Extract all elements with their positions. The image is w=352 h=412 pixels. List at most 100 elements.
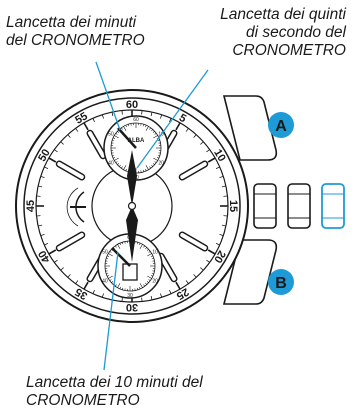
subdial-tick [127,124,130,127]
tick-mark [92,118,95,123]
subdial-tick [125,125,127,128]
tick-mark [48,249,57,255]
tick-mark [200,267,204,271]
subdial-label: 20 [152,279,158,285]
subdial-tick [117,244,121,249]
subdial-tick [112,139,115,142]
tick-mark [207,249,216,255]
subdial-tick [108,275,113,279]
subdial-tick [152,163,155,165]
callout-line: Lancetta dei 10 minuti del [26,374,203,391]
tick-mark [54,149,58,153]
tick-mark [206,259,210,263]
subdial-tick [148,279,151,281]
subdial-tick [108,253,113,257]
tick-mark [67,134,71,138]
dial-brand: ALBA [128,138,145,144]
hour-index-inner [88,131,105,158]
tick-mark [60,141,64,145]
subdial-tick [148,251,151,253]
tick-mark [206,149,210,153]
leader-lines [95,61,209,371]
subdial-tick [115,245,117,248]
callout-line: CRONOMETRO [26,392,140,409]
subdial-tick [117,283,121,288]
hour-index-inner [57,162,84,179]
tick-mark [219,175,224,178]
subdial-tick [114,157,119,161]
subdial-tick [123,126,127,131]
subdial-label: 20 [158,161,164,167]
subdial-tick [114,135,119,139]
tick-mark [75,128,79,132]
subdial-tick [146,281,149,283]
tick-mark [150,295,153,300]
subdial-tick [156,157,159,159]
dial-numeral: 35 [73,285,90,302]
subdial-tick [109,279,112,281]
callout-minute-hand: Lancetta dei minuti del CRONOMETRO [6,14,145,50]
subdial-tick [153,157,158,161]
dial-numeral: 5 [177,112,188,125]
dial-numeral: 30 [126,301,138,313]
hand-pivot [127,201,137,211]
subdial-tick [147,253,152,257]
subdial-tick [119,164,121,167]
subdial-tick [145,282,147,285]
subdial-label: 60 [133,117,139,123]
tick-mark [101,293,104,298]
date-window [122,263,138,281]
tick-mark [67,274,71,278]
subdial-tick [139,243,141,246]
svg-text:A: A [275,118,287,135]
subdial-tick [107,275,110,277]
tick-mark [169,118,172,123]
dial-numeral: 55 [73,110,90,127]
tick-mark [200,141,204,145]
tick-mark [83,281,89,290]
tick-mark [83,122,89,131]
subdial-tick [142,169,145,172]
callout-line: di secondo del [246,24,346,41]
subdial-tick [153,135,158,139]
callout-line: Lancetta dei minuti [6,14,137,31]
subdial-tick [154,133,157,135]
callout-fifth-second-hand: Lancetta dei quinti di secondo del CRONO… [220,6,346,60]
tick-mark [219,234,224,237]
hour-index-inner [180,162,207,179]
tick-mark [215,243,220,246]
subdial-tick [115,161,118,163]
subdial-tick [154,161,157,163]
subdial-tick [145,165,149,170]
subdial-tick [111,281,114,283]
subdial-tick [139,244,143,249]
tick-mark [175,122,181,131]
tick-mark [92,289,95,294]
subdial-tick [113,157,116,159]
subdial-tick [139,286,141,289]
tick-mark [111,112,114,117]
subdial-tick [115,133,118,135]
tick-mark [40,175,45,178]
subdial-tick [149,127,151,130]
subdial-tick [139,283,143,288]
subdial-tick [145,126,149,131]
tick-mark [44,243,49,246]
subdial-tick [151,272,154,275]
subdial-tick [151,164,153,167]
hour-index-inner [180,233,207,250]
tick-mark [44,166,49,169]
subdial-tick [151,257,154,260]
dial-numeral: 45 [25,200,37,212]
dial-numeral: 10 [211,147,228,164]
tick-mark [193,134,197,138]
hour-index-inner [57,233,84,250]
tick-mark [193,274,197,278]
leader-ten [103,251,119,371]
tick-mark [54,259,58,263]
subdial-label: 30 [127,293,133,299]
dial-numeral: 40 [36,248,53,265]
subdial-label: 40 [108,161,114,167]
button-b: B [268,269,294,295]
subdial-tick [136,242,139,245]
